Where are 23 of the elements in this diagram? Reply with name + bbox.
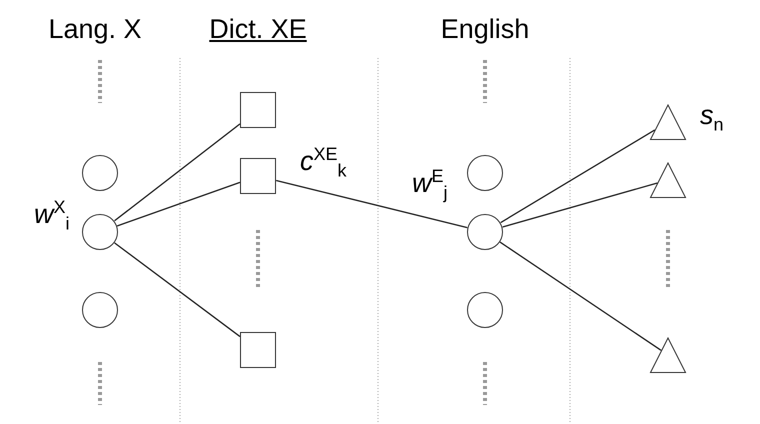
circle-node bbox=[467, 155, 503, 191]
connector-line bbox=[116, 182, 240, 227]
circle-node bbox=[467, 214, 503, 250]
circle-node bbox=[82, 155, 118, 191]
circle-node bbox=[82, 214, 118, 250]
node-label: s$_{n}$ bbox=[700, 102, 724, 134]
square-node bbox=[240, 92, 276, 128]
triangle-node bbox=[650, 162, 686, 198]
circle-node bbox=[82, 292, 118, 328]
circle-node bbox=[467, 292, 503, 328]
square-node bbox=[240, 158, 276, 194]
triangle-node bbox=[650, 104, 686, 140]
connector-line bbox=[500, 242, 662, 351]
triangle-node bbox=[650, 337, 686, 373]
column-header: English bbox=[440, 14, 530, 45]
connector-line bbox=[276, 180, 468, 228]
connector-line bbox=[114, 123, 240, 222]
connector-line bbox=[500, 129, 656, 224]
connector-line bbox=[114, 242, 240, 338]
connector-line bbox=[502, 182, 658, 228]
column-header: Dict. XE bbox=[209, 14, 307, 45]
square-node bbox=[240, 332, 276, 368]
column-header: Lang. X bbox=[48, 14, 142, 45]
